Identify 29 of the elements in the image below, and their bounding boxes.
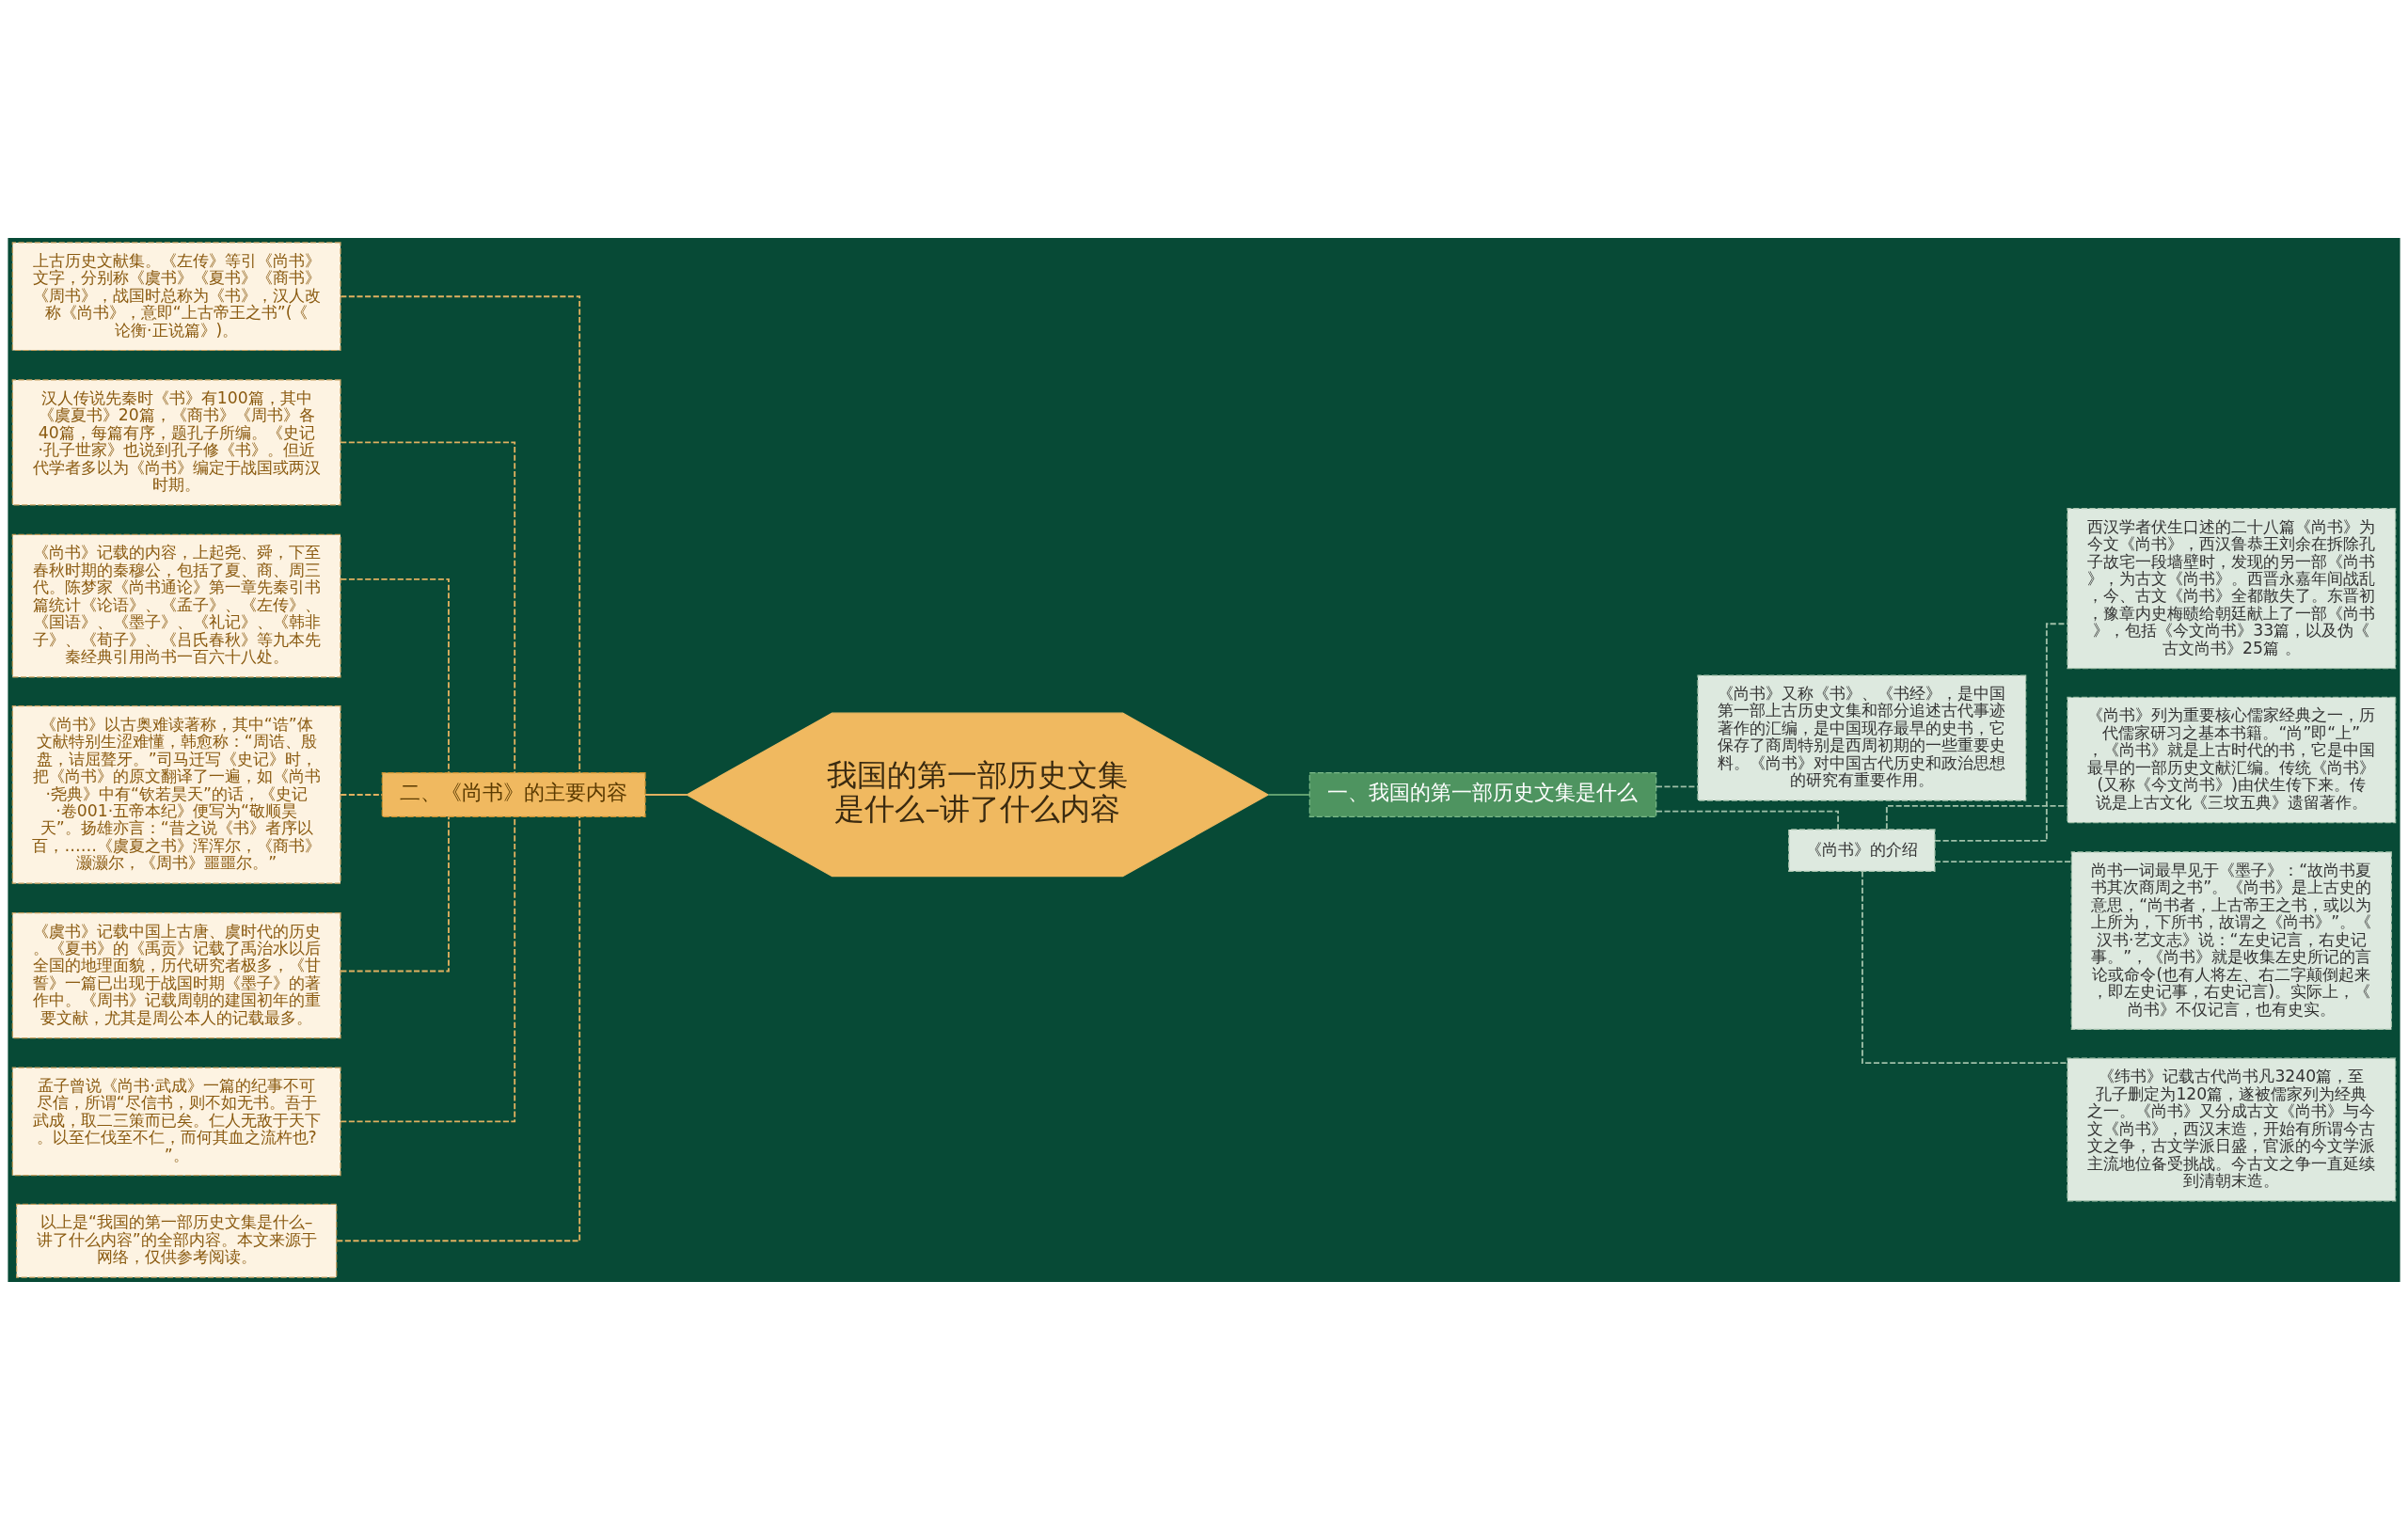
node-box: 孟子曾说《尚书·武成》一篇的纪事不可尽信，所谓“尽信书，则不如无书。吾于武成，取二三策而已矣。仁人无敌于天下。以至仁伐至不仁，而何其血之流杵也?”。 xyxy=(11,1066,341,1176)
connector xyxy=(340,793,384,796)
node-box: 上古历史文献集。《左传》等引《尚书》文字，分别称《虞书》《夏书》《商书》《周书》，战国时总称为《书》，汉人改称《尚书》，意即“上古帝王之书”(《论衡·正说篇》)。 xyxy=(11,241,341,351)
connector xyxy=(1934,860,2073,862)
connector xyxy=(340,441,516,773)
node-box: 《虞书》记载中国上古唐、虞时代的历史。《夏书》的《禹贡》记载了禹治水以后全国的地理面貌，历代研究者极多，《甘誓》一篇已出现于战国时期《墨子》的著作中。《周书》记载周朝的建国初年的重要文献，尤其是周公本人的记载最多。 xyxy=(11,911,341,1038)
node-box: 《尚书》以古奥难读著称，其中“诰”体文献特别生涩难懂，韩愈称：“周诰、殷盘，诘屈聱牙。”司马迁写《史记》时，把《尚书》的原文翻译了一遍，如《尚书·尧典》中有“钦若昊天”的话，《史记·卷001·五帝本纪》便写为“敬顺昊天”。扬雄亦言：“昔之说《书》者序以百，……《虞夏之书》浑浑尔，《商书》灏灏尔，《周书》噩噩尔。” xyxy=(11,704,341,884)
connector xyxy=(644,793,689,796)
connector xyxy=(340,294,581,773)
connector xyxy=(336,815,581,1242)
node-box: 《纬书》记载古代尚书凡3240篇，至孔子删定为120篇，遂被儒家列为经典之一。《尚书》又分成古文《尚书》与今文《尚书》，西汉末造，开始有所谓今古文之争，古文学派日盛，官派的今文学派主流地位备受挑战。今古文之争一直延续到清朝末造。 xyxy=(2067,1057,2397,1201)
node-box: 二、《尚书》的主要内容 xyxy=(381,771,646,817)
node-box: 《尚书》列为重要核心儒家经典之一，历代儒家研习之基本书籍。“尚”即“上”，《尚书》就是上古时代的书，它是中国最早的一部历史文献汇编。传统《尚书》(又称《今文尚书》)由伏生传下来。传说是上古文化《三坟五典》遗留著作。 xyxy=(2067,696,2397,823)
connector xyxy=(340,815,516,1122)
connector xyxy=(1885,804,2068,830)
connector xyxy=(1861,870,2068,1064)
node-box: 尚书一词最早见于《墨子》：“故尚书夏书其次商周之书”。《尚书》是上古史的意思，“尚书者，上古帝王之书，或以为上所为，下所书，故谓之《尚书》”。《汉书·艺文志》说：“左史记言，右史记事。”，《尚书》就是收集左史所记的言论或命令(也有人将左、右二字颠倒起来，即左史记事，右史记言)。实际上，《尚书》不仅记言，也有史实。 xyxy=(2070,850,2392,1030)
connector xyxy=(340,815,450,972)
node-box: 以上是“我国的第一部历史文集是什么–讲了什么内容”的全部内容。本文来源于网络，仅供参考阅读。 xyxy=(16,1203,338,1278)
node-box: 西汉学者伏生口述的二十八篇《尚书》为今文《尚书》，西汉鲁恭王刘余在拆除孔子故宅一段墙壁时，发现的另一部《尚书》，为古文《尚书》。西晋永嘉年间战乱，今、古文《尚书》全都散失了。东晋初，豫章内史梅赜给朝廷献上了一部《尚书》，包括《今文尚书》33篇，以及伪《古文尚书》25篇 。 xyxy=(2067,507,2397,669)
connector xyxy=(1655,810,1839,831)
node-box: 《尚书》记载的内容，上起尧、舜，下至春秋时期的秦穆公，包括了夏、商、周三代。陈梦家《尚书通论》第一章先秦引书篇统计《论语》、《孟子》、《左传》、《国语》、《墨子》、《礼记》、《韩非子》、《荀子》、《吕氏春秋》等九本先秦经典引用尚书一百六十八处。 xyxy=(11,533,341,678)
node-box: 一、我国的第一部历史文集是什么 xyxy=(1308,771,1657,817)
node-box: 《尚书》的介绍 xyxy=(1788,828,1936,872)
node-box: 汉人传说先秦时《书》有100篇，其中《虞夏书》20篇，《商书》《周书》各40篇，每篇有序，题孔子所编。《史记·孔子世家》也说到孔子修《书》。但近代学者多以为《尚书》编定于战国或两汉时期。 xyxy=(11,378,341,506)
connector xyxy=(340,578,450,773)
node-box: 《尚书》又称《书》、《书经》，是中国第一部上古历史文集和部分追述古代事迹著作的汇编，是中国现存最早的史书，它保存了商周特别是西周初期的一些重要史料。《尚书》对中国古代历史和政治思想的研究有重要作用。 xyxy=(1697,673,2027,801)
connector xyxy=(1655,784,1699,787)
connector xyxy=(1267,793,1310,796)
